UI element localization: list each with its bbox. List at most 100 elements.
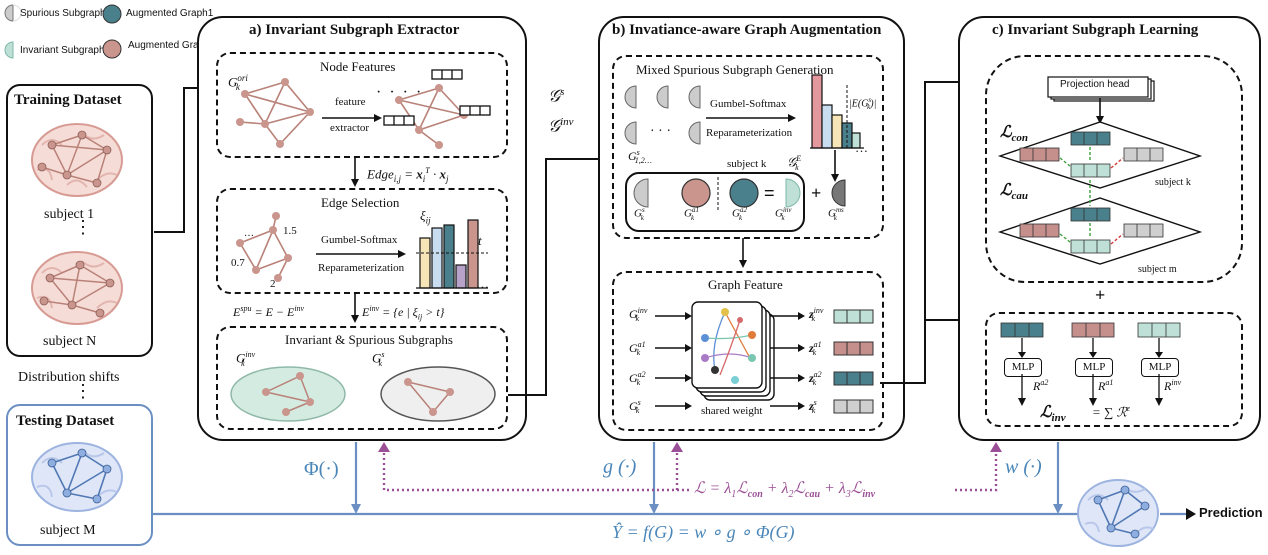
plus-c: + bbox=[1095, 285, 1106, 305]
brain-prediction-icon bbox=[1077, 479, 1159, 547]
contrastive-diamonds bbox=[997, 121, 1203, 265]
reparam-label-b: Reparameterization bbox=[706, 127, 793, 139]
e-g-k-label: |E(Gsk)| bbox=[849, 96, 877, 112]
shared-gnn-stack-icon bbox=[691, 301, 775, 401]
invariant-subgraph-swatch-icon bbox=[4, 41, 14, 59]
r-a1-label: Ra1 bbox=[1098, 378, 1114, 393]
ginv-k-small: Ginvk bbox=[775, 206, 792, 222]
ga2-sup: a2 bbox=[739, 206, 747, 214]
edge-score-bars bbox=[416, 219, 488, 289]
projection-down-arrow bbox=[1096, 98, 1104, 124]
training-dataset-title: Training Dataset bbox=[14, 92, 122, 108]
sum-label: = ∑ ℛε bbox=[1092, 404, 1131, 420]
l-con-sub: con bbox=[1011, 132, 1029, 145]
threshold-t: t bbox=[478, 233, 482, 248]
node-features-title: Node Features bbox=[320, 59, 396, 74]
e-inv-formula: Einv = {e | ξij > t} bbox=[362, 304, 445, 322]
original-graph-icon bbox=[236, 78, 314, 148]
augmented-set-box bbox=[625, 172, 805, 232]
g-ori-label: Gorik bbox=[228, 73, 248, 92]
testing-dataset-title: Testing Dataset bbox=[16, 413, 115, 429]
ga1-sup: a1 bbox=[691, 206, 699, 214]
g-s-set-label: 𝒢s bbox=[548, 86, 565, 106]
w-func-label: w (·) bbox=[1005, 456, 1042, 478]
projection-head-stack bbox=[1047, 76, 1155, 102]
edge-selection-title: Edge Selection bbox=[321, 195, 400, 210]
ga1-k-small: Ga1k bbox=[684, 206, 699, 222]
mlp-inv-box: MLP bbox=[1141, 358, 1179, 377]
brain-subject-1-icon bbox=[31, 123, 123, 197]
g-s-12-symbol: G bbox=[628, 149, 637, 163]
mlp-arrows bbox=[1018, 338, 1163, 406]
edge-weight-1-5: 1.5 bbox=[283, 225, 297, 237]
g-inv-sup: inv bbox=[245, 350, 256, 359]
subject-k-label-b: subject k bbox=[727, 158, 767, 170]
mix-bar-ellipsis: … bbox=[855, 140, 868, 155]
extractor-label: extractor bbox=[330, 122, 370, 134]
subject-k-label-c: subject k bbox=[1155, 177, 1191, 188]
l-cau-label: ℒcau bbox=[1000, 180, 1028, 202]
legend-augmented-graph2: Augmented Graph2 bbox=[128, 40, 216, 51]
edge-ellipsis: … bbox=[244, 228, 254, 239]
invariant-subgraph-ellipse bbox=[230, 366, 346, 422]
distribution-shifts-label: Distribution shifts bbox=[18, 370, 120, 385]
graph-feature-title: Graph Feature bbox=[708, 277, 783, 292]
legend-spurious-subgraph: Spurious Subgraph bbox=[20, 8, 106, 19]
phi-label: Φ(·) bbox=[304, 458, 339, 480]
r-a2-label: Ra2 bbox=[1033, 378, 1049, 393]
augmented-set-icons: = bbox=[633, 177, 801, 211]
mixed-spurious-title: Mixed Spurious Subgraph Generation bbox=[636, 62, 834, 77]
shared-weight-label: shared weight bbox=[701, 405, 763, 417]
xi-symbol: ξ bbox=[420, 208, 426, 223]
l-cau-sub: cau bbox=[1011, 190, 1029, 203]
mix-down-arrow bbox=[831, 150, 839, 182]
l-inv-sub: inv bbox=[1051, 412, 1066, 425]
projection-head-label[interactable]: Projection head bbox=[1060, 79, 1130, 90]
gf-a2-label: Ga2k bbox=[629, 370, 646, 388]
r-a1-symbol: R bbox=[1098, 379, 1106, 393]
inv-spu-title: Invariant & Spurious Subgraphs bbox=[285, 332, 453, 347]
xi-sub: ij bbox=[425, 215, 431, 226]
spurious-subgraph-swatch-icon bbox=[4, 4, 22, 22]
panel-b-title: b) Invatiance-aware Graph Augmentation bbox=[612, 22, 882, 38]
gf-a1-label: Ga1k bbox=[629, 340, 646, 358]
subject-m-label-c: subject m bbox=[1138, 264, 1177, 275]
subject-n-label: subject N bbox=[43, 334, 97, 349]
mixed-to-feature-arrow bbox=[739, 238, 747, 268]
total-loss-formula: ℒ = λ1ℒcon + λ2ℒcau + λ3ℒinv bbox=[694, 480, 876, 501]
g-ori-symbol: G bbox=[228, 74, 238, 90]
vertical-ellipsis-2: ⋮ bbox=[74, 381, 92, 401]
mix-score-bars bbox=[810, 74, 864, 149]
r-inv-symbol: R bbox=[1164, 379, 1172, 393]
g-s-label: Gsk bbox=[372, 350, 385, 368]
gf-input-arrows bbox=[655, 312, 692, 410]
graph-feature-box bbox=[612, 271, 884, 431]
xi-label: ξij bbox=[420, 208, 431, 226]
gf-s-label: Gsk bbox=[629, 398, 641, 416]
half-circle-ellipsis: · · · bbox=[650, 124, 671, 139]
spurious-subgraph-ellipse bbox=[380, 366, 496, 422]
edge-formula: Edgei,j = xiT · xj bbox=[367, 166, 449, 184]
augmented-graph1-swatch-icon bbox=[102, 4, 122, 24]
gumbel-label-a: Gumbel-Softmax bbox=[321, 234, 398, 246]
edge-weight-0-7: 0.7 bbox=[231, 257, 245, 269]
g-s-12-sub: 1,2… bbox=[634, 156, 652, 166]
l-cau-symbol: ℒ bbox=[1000, 182, 1012, 199]
l-con-label: ℒcon bbox=[1000, 122, 1028, 144]
mlp-a2-box: MLP bbox=[1004, 358, 1042, 377]
z-a1-label: za1k bbox=[809, 340, 822, 358]
training-dataset-box bbox=[6, 84, 153, 357]
gumbel-arrow-b bbox=[706, 114, 796, 122]
inv-embeddings bbox=[1000, 322, 1181, 338]
spurious-half-circles-icon bbox=[624, 85, 701, 145]
reparam-label-a: Reparameterization bbox=[318, 262, 405, 274]
mixed-spurious-box bbox=[612, 55, 884, 239]
ga2-k-small: Ga2k bbox=[732, 206, 747, 222]
g-e-label: 𝒢Ek bbox=[787, 154, 802, 172]
sum-symbol: = ∑ ℛ bbox=[1092, 404, 1127, 420]
subject-1-label: subject 1 bbox=[44, 207, 95, 222]
edge-to-subgraph-arrow bbox=[351, 293, 359, 323]
svg-text:=: = bbox=[764, 183, 775, 203]
gs-k-small: Gsk bbox=[634, 206, 645, 222]
